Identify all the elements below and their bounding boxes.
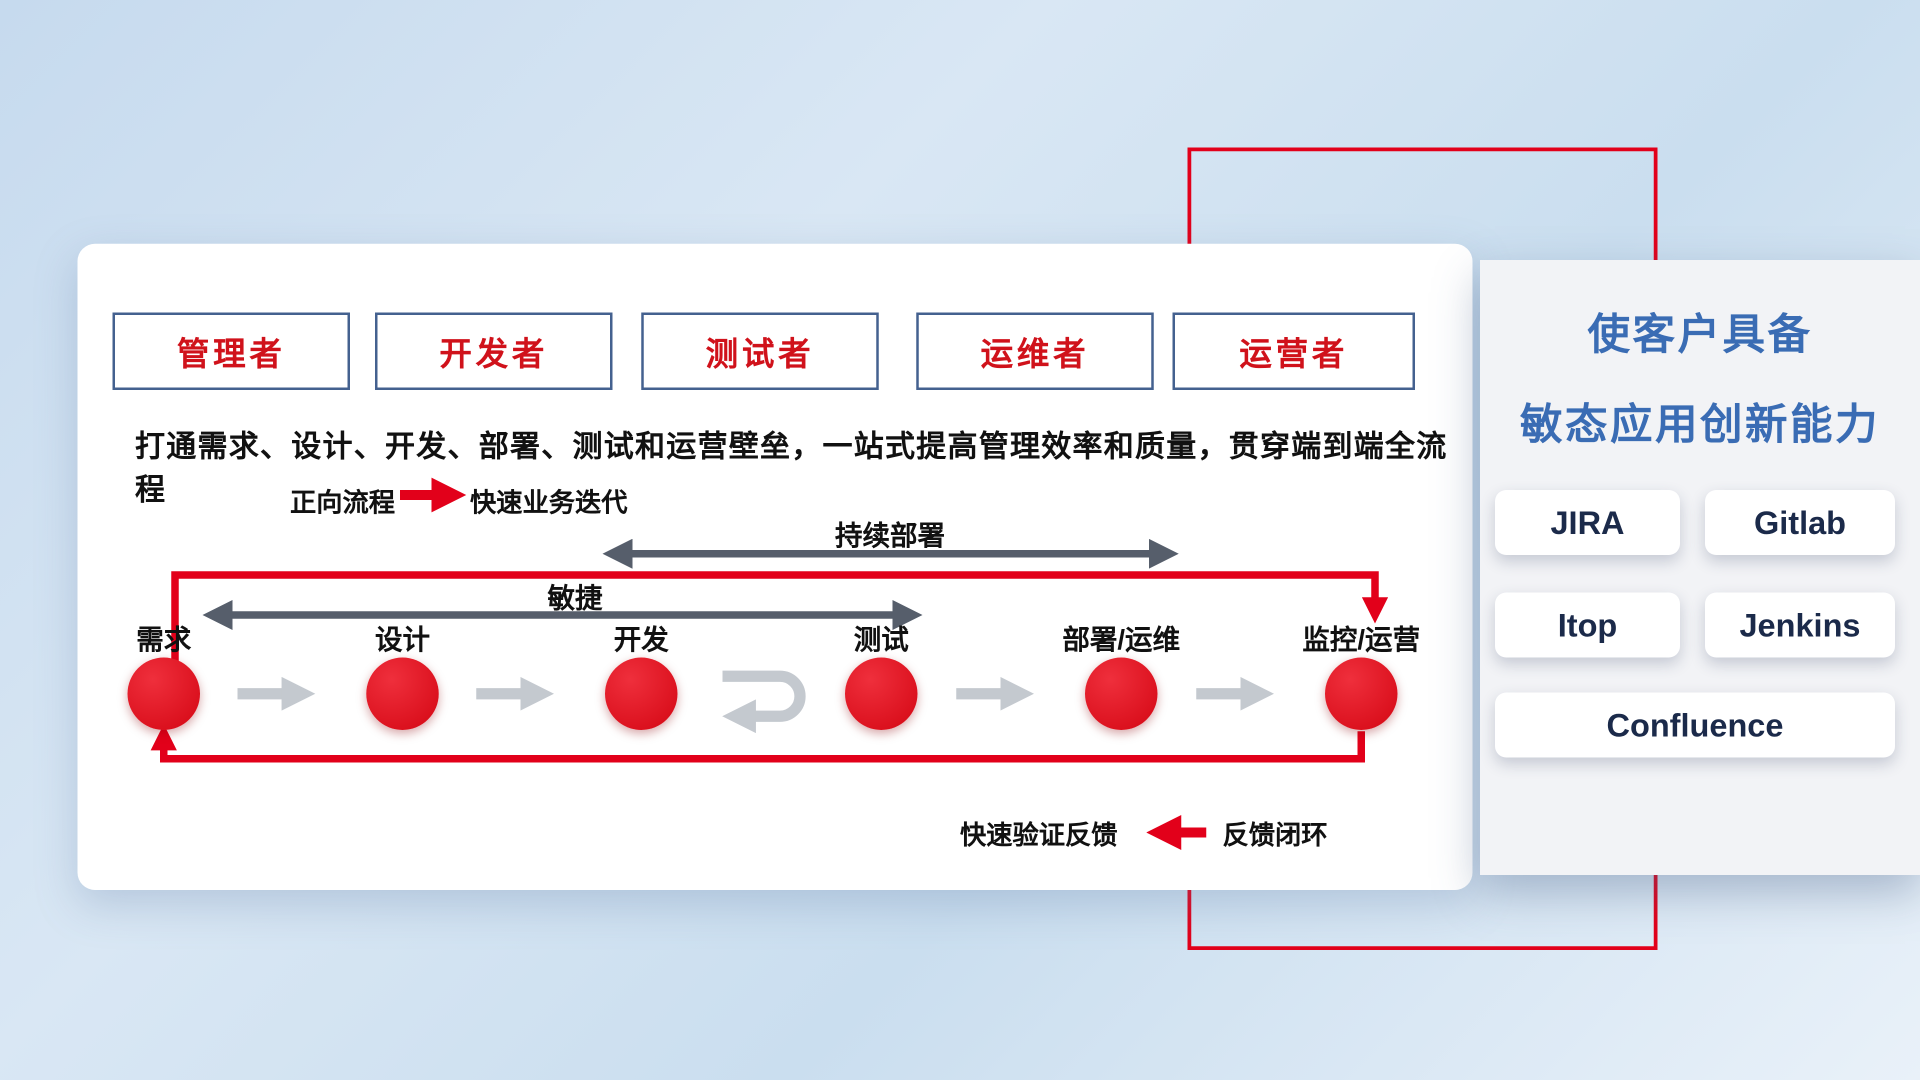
role-label: 管理者: [176, 334, 286, 372]
role-label: 开发者: [439, 334, 549, 372]
stage-label-monitor-operate: 监控/运营: [1302, 623, 1421, 655]
role-label: 运维者: [980, 334, 1090, 372]
continuous-deploy-label: 持续部署: [834, 520, 945, 552]
tool-label: Jenkins: [1739, 605, 1861, 644]
stage-label-deploy-ops: 部署/运维: [1062, 623, 1181, 655]
tool-badge-jenkins: Jenkins: [1705, 592, 1895, 658]
feedback-legend-label: 反馈闭环: [1222, 821, 1328, 850]
role-box-tester: 测试者: [641, 312, 879, 390]
tool-label: JIRA: [1550, 503, 1625, 541]
tool-badge-gitlab: Gitlab: [1705, 490, 1895, 555]
tool-label: Itop: [1557, 605, 1618, 644]
devops-flow-card: 管理者 开发者 测试者 运维者 运营者 打通需求、设计、开发、部署、测试和运营壁…: [77, 243, 1473, 890]
stage-label-design: 设计: [374, 623, 430, 655]
feedback-loop-line: [150, 724, 1365, 763]
feedback-legend-value: 快速验证反馈: [960, 821, 1118, 850]
role-label: 测试者: [705, 334, 815, 372]
stage-node-testing: [845, 657, 918, 730]
stage-node-deploy-ops: [1085, 657, 1158, 730]
panel-title-line2: 敏态应用创新能力: [1520, 401, 1880, 449]
stage-node-requirements: [127, 657, 200, 730]
stage-node-development: [605, 657, 678, 730]
iteration-loop-arrow-icon: [722, 670, 806, 734]
tool-label: Confluence: [1606, 705, 1784, 744]
stage-label-requirements: 需求: [136, 623, 192, 655]
tool-badge-confluence: Confluence: [1495, 692, 1895, 758]
role-box-developer: 开发者: [375, 312, 613, 390]
role-box-ops: 运维者: [916, 312, 1154, 390]
stage-label-testing: 测试: [853, 623, 909, 655]
stage-node-monitor-operate: [1325, 657, 1398, 730]
tool-badge-itop: Itop: [1495, 592, 1680, 658]
role-label: 运营者: [1239, 334, 1349, 372]
stage-node-design: [366, 657, 439, 730]
role-box-operator: 运营者: [1172, 312, 1415, 390]
tool-label: Gitlab: [1753, 503, 1847, 541]
forward-flow-legend-value: 快速业务迭代: [470, 488, 628, 518]
description-text: 打通需求、设计、开发、部署、测试和运营壁垒，一站式提高管理效率和质量，贯穿端到端…: [135, 430, 1448, 508]
panel-title-line1: 使客户具备: [1587, 311, 1813, 359]
agile-label: 敏捷: [547, 582, 603, 614]
stage-label-development: 开发: [613, 623, 669, 655]
capability-panel: 使客户具备 敏态应用创新能力 JIRA Gitlab Itop Jenkins …: [1480, 260, 1920, 875]
tool-badge-jira: JIRA: [1495, 490, 1680, 555]
role-box-manager: 管理者: [112, 312, 350, 390]
forward-flow-legend-label: 正向流程: [290, 488, 395, 518]
